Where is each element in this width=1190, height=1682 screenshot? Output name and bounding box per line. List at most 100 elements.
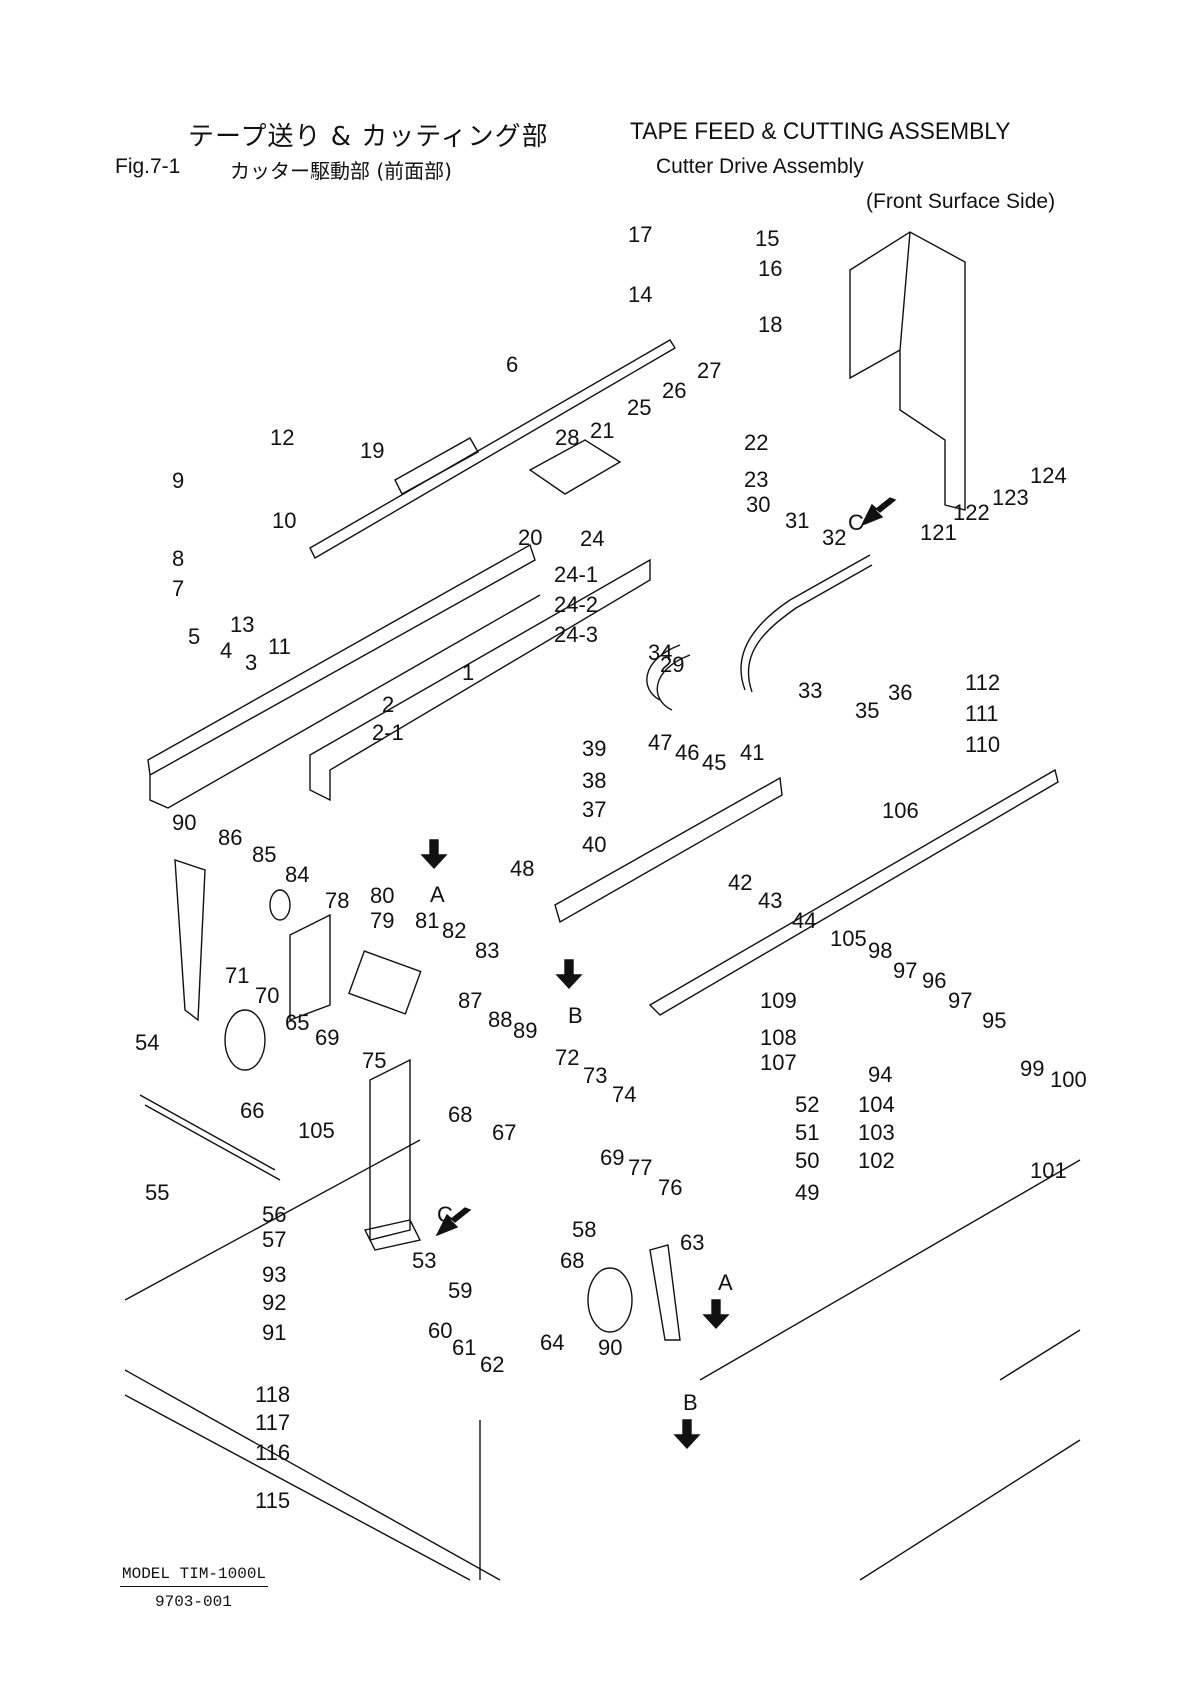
part-callout-5: 5 bbox=[188, 624, 200, 649]
part-callout-2-1: 2-1 bbox=[372, 720, 404, 745]
part-callout-73: 73 bbox=[583, 1063, 607, 1088]
part-callout-78: 78 bbox=[325, 888, 349, 913]
part-callout-14: 14 bbox=[628, 282, 652, 307]
part-callout-13: 13 bbox=[230, 612, 254, 637]
part-callout-7: 7 bbox=[172, 576, 184, 601]
part-callout-27: 27 bbox=[697, 358, 721, 383]
part-callout-61: 61 bbox=[452, 1335, 476, 1360]
view-marker-a: A bbox=[718, 1270, 733, 1295]
part-callout-86: 86 bbox=[218, 825, 242, 850]
part-callout-67: 67 bbox=[492, 1120, 516, 1145]
arrow-a-top bbox=[420, 839, 448, 870]
rail-2 bbox=[147, 543, 541, 809]
part-callout-93: 93 bbox=[262, 1262, 286, 1287]
part-callout-81: 81 bbox=[415, 908, 439, 933]
part-callout-26: 26 bbox=[662, 378, 686, 403]
guide-block bbox=[394, 437, 479, 495]
part-callout-24-3: 24-3 bbox=[554, 622, 598, 647]
part-callout-77: 77 bbox=[628, 1155, 652, 1180]
part-callout-45: 45 bbox=[702, 750, 726, 775]
part-callout-48: 48 bbox=[510, 856, 534, 881]
part-callout-6: 6 bbox=[506, 352, 518, 377]
part-callout-18: 18 bbox=[758, 312, 782, 337]
arrow-b-bottom bbox=[673, 1419, 701, 1450]
part-callout-16: 16 bbox=[758, 256, 782, 281]
part-callout-36: 36 bbox=[888, 680, 912, 705]
part-callout-97: 97 bbox=[893, 958, 917, 983]
linear-guide-rail bbox=[309, 339, 676, 559]
part-callout-83: 83 bbox=[475, 938, 499, 963]
part-callout-101: 101 bbox=[1030, 1158, 1067, 1183]
part-callout-37: 37 bbox=[582, 797, 606, 822]
part-callout-41: 41 bbox=[740, 740, 764, 765]
part-callout-68: 68 bbox=[560, 1248, 584, 1273]
part-callout-116: 116 bbox=[255, 1440, 290, 1465]
part-callout-29: 29 bbox=[660, 652, 684, 677]
part-callout-17: 17 bbox=[628, 222, 652, 247]
part-callout-89: 89 bbox=[513, 1018, 537, 1043]
subtitle-english: Cutter Drive Assembly bbox=[656, 155, 864, 178]
view-marker-c: C bbox=[848, 510, 864, 535]
title-english: TAPE FEED & CUTTING ASSEMBLY bbox=[630, 118, 1011, 145]
beam-106 bbox=[648, 768, 1059, 1016]
part-callout-33: 33 bbox=[798, 678, 822, 703]
part-callout-53: 53 bbox=[412, 1248, 436, 1273]
part-callout-54: 54 bbox=[135, 1030, 159, 1055]
frame-lines bbox=[124, 1139, 1081, 1581]
part-callout-106: 106 bbox=[882, 798, 919, 823]
subtitle-japanese: カッター駆動部 (前面部) bbox=[230, 159, 452, 183]
title-japanese: テープ送り & カッティング部 bbox=[188, 122, 549, 152]
pulley-70 bbox=[224, 1009, 266, 1071]
part-callout-59: 59 bbox=[448, 1278, 472, 1303]
part-callout-64: 64 bbox=[540, 1330, 564, 1355]
part-callout-92: 92 bbox=[262, 1290, 286, 1315]
pulley-84 bbox=[269, 889, 291, 921]
part-callout-107: 107 bbox=[760, 1050, 797, 1075]
part-callout-94: 94 bbox=[868, 1062, 892, 1087]
part-callout-44: 44 bbox=[792, 908, 816, 933]
part-callout-88: 88 bbox=[488, 1007, 512, 1032]
part-callout-51: 51 bbox=[795, 1120, 819, 1145]
cutter-plate bbox=[528, 439, 622, 495]
part-callout-112: 112 bbox=[965, 670, 1000, 695]
part-callout-55: 55 bbox=[145, 1180, 169, 1205]
part-callout-99: 99 bbox=[1020, 1056, 1044, 1081]
part-callout-47: 47 bbox=[648, 730, 672, 755]
arrow-c-right bbox=[860, 497, 897, 527]
part-callout-90: 90 bbox=[598, 1335, 622, 1360]
pulley-63 bbox=[587, 1267, 633, 1333]
part-callout-10: 10 bbox=[272, 508, 296, 533]
figure-number: Fig.7-1 bbox=[115, 155, 181, 178]
part-callout-15: 15 bbox=[755, 226, 779, 251]
part-callout-74: 74 bbox=[612, 1082, 636, 1107]
subtitle-english-view: (Front Surface Side) bbox=[866, 190, 1056, 213]
part-callout-100: 100 bbox=[1050, 1067, 1087, 1092]
cable-34 bbox=[646, 644, 691, 711]
part-callout-105: 105 bbox=[298, 1118, 335, 1143]
part-callout-95: 95 bbox=[982, 1008, 1006, 1033]
part-callout-123: 123 bbox=[992, 485, 1029, 510]
part-callout-24-1: 24-1 bbox=[554, 562, 598, 587]
arrow-b-top bbox=[555, 959, 583, 990]
view-marker-c: C bbox=[437, 1202, 453, 1227]
part-callout-80: 80 bbox=[370, 883, 394, 908]
part-callout-49: 49 bbox=[795, 1180, 819, 1205]
part-callout-85: 85 bbox=[252, 842, 276, 867]
part-callout-69: 69 bbox=[600, 1145, 624, 1170]
part-callout-72: 72 bbox=[555, 1045, 579, 1070]
part-callout-105: 105 bbox=[830, 926, 867, 951]
part-callout-66: 66 bbox=[240, 1098, 264, 1123]
part-callout-25: 25 bbox=[627, 395, 651, 420]
part-callout-68: 68 bbox=[448, 1102, 472, 1127]
part-callout-19: 19 bbox=[360, 438, 384, 463]
part-callout-52: 52 bbox=[795, 1092, 819, 1117]
part-callout-96: 96 bbox=[922, 968, 946, 993]
bracket-53 bbox=[363, 1058, 422, 1251]
part-callout-117: 117 bbox=[255, 1410, 290, 1435]
part-callout-38: 38 bbox=[582, 768, 606, 793]
part-callout-8: 8 bbox=[172, 546, 184, 571]
part-callout-111: 111 bbox=[965, 701, 998, 726]
part-callout-32: 32 bbox=[822, 525, 846, 550]
arrow-a-bottom bbox=[702, 1299, 730, 1330]
part-callout-24: 24 bbox=[580, 526, 604, 551]
